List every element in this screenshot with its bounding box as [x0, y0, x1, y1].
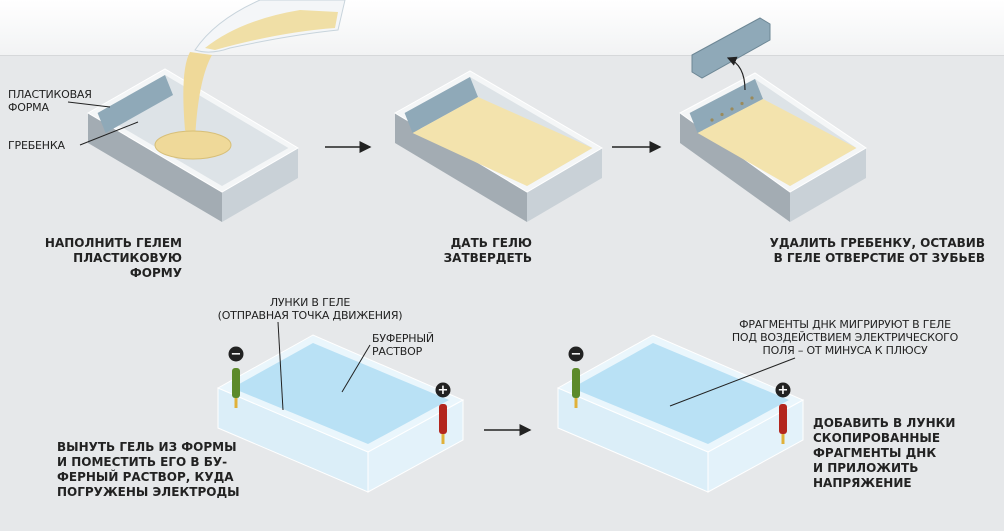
negative-electrode-icon: − [568, 346, 584, 408]
plastic-mold [679, 72, 867, 222]
mold-side-front [527, 148, 602, 222]
plastic-mold [394, 70, 603, 222]
top-band [0, 0, 1004, 56]
leader-line [67, 101, 111, 108]
label-wells: ЛУНКИ В ГЕЛЕ(ОТПРАВНАЯ ТОЧКА ДВИЖЕНИЯ) [217, 296, 403, 322]
bottle-icon [154, 0, 346, 160]
svg-text:+: + [778, 383, 789, 398]
gel-well [740, 101, 744, 106]
gel-well [720, 112, 724, 117]
leader-line [79, 121, 139, 146]
buffer-solution [572, 343, 789, 444]
gel-well [750, 96, 754, 100]
mold-side-left [395, 113, 527, 222]
gel [412, 97, 593, 186]
positive-electrode-icon: + [775, 382, 791, 444]
positive-electrode-icon: + [435, 382, 451, 444]
leader-line [669, 357, 796, 407]
negative-electrode-icon: − [228, 346, 244, 408]
mold-side-left [680, 113, 790, 222]
buffer-tank [216, 334, 465, 493]
svg-text:−: − [571, 347, 582, 362]
svg-text:+: + [438, 383, 449, 398]
gel-well [710, 118, 714, 122]
mold-side-front [790, 148, 866, 222]
comb [404, 77, 478, 133]
leader-line [277, 321, 284, 411]
mold-side-front [222, 148, 298, 222]
comb [689, 79, 763, 133]
comb [97, 75, 173, 133]
comb-icon [691, 17, 771, 91]
gel [697, 99, 857, 186]
buffer-solution [232, 343, 449, 444]
mold-side-left [88, 113, 222, 222]
svg-text:−: − [231, 347, 242, 362]
leader-line [341, 344, 371, 393]
label-comb: ГРЕБЕНКА [8, 139, 65, 152]
gel-well [730, 107, 734, 111]
buffer-tank [556, 334, 805, 493]
